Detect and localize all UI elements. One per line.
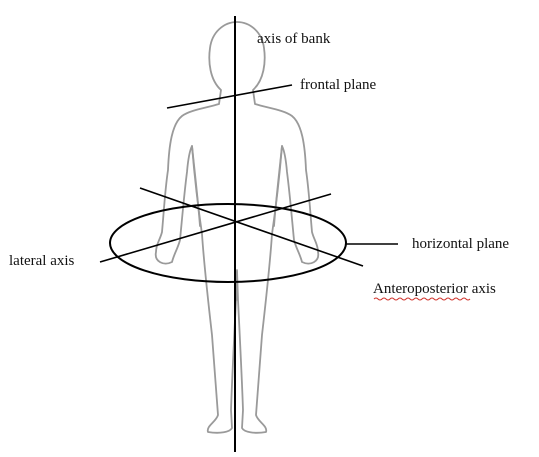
lateral-axis-label: lateral axis: [9, 253, 75, 269]
horizontal-plane-label: horizontal plane: [412, 236, 509, 252]
frontal-plane-label: frontal plane: [300, 77, 377, 93]
anteroposterior-axis-line: [140, 188, 363, 266]
human-body-outline: [156, 22, 319, 433]
spellcheck-underline: [374, 298, 470, 300]
horizontal-plane-ellipse: [110, 204, 346, 282]
anteroposterior-axis-label: Anteroposterior axis: [373, 281, 496, 297]
axis-of-bank-label: axis of bank: [257, 31, 331, 47]
frontal-plane-line: [167, 85, 292, 108]
